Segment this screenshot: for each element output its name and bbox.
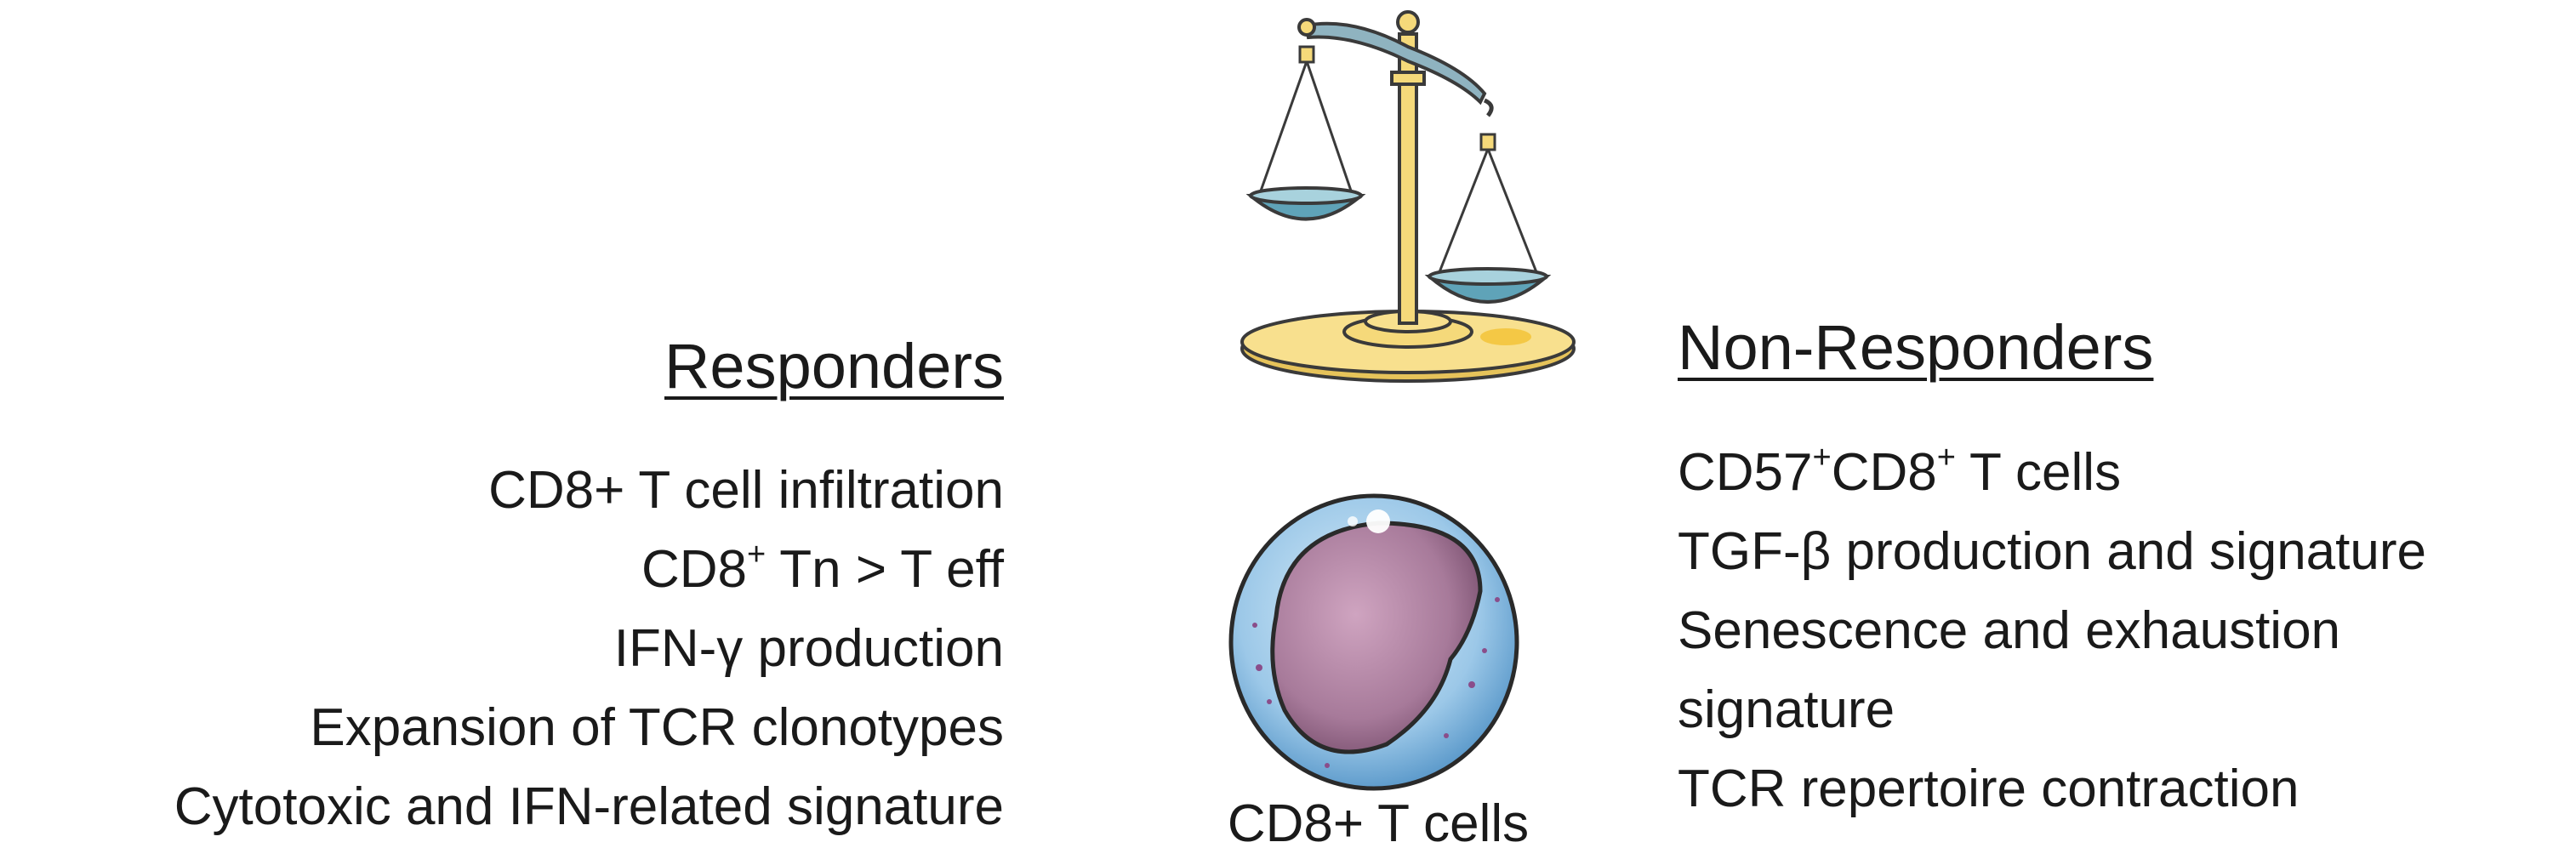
list-item: signature: [1678, 680, 1895, 739]
balance-scale-icon: [1240, 10, 1576, 383]
non-responders-heading: Non-Responders: [1678, 312, 2154, 383]
list-item: Cytotoxic and IFN-related signature: [174, 777, 1004, 836]
list-item: CD8+ T cell infiltration: [488, 461, 1004, 520]
responders-heading: Responders: [664, 331, 1004, 401]
t-cell-icon: [1228, 493, 1519, 791]
list-item: TGF-β production and signature: [1678, 522, 2426, 581]
list-item: TCR repertoire contraction: [1678, 760, 2300, 818]
list-item: IFN-γ production: [613, 619, 1004, 678]
non-responders-list: CD57+CD8+ T cells TGF-β production and s…: [1678, 433, 2426, 828]
responders-list: CD8+ T cell infiltration CD8+ Tn > T eff…: [174, 451, 1004, 846]
list-item: CD57+CD8+ T cells: [1678, 440, 2122, 502]
list-item: CD8+ Tn > T eff: [641, 537, 1004, 599]
cell-caption: CD8+ T cells: [1227, 794, 1530, 853]
list-item: Senescence and exhaustion: [1678, 601, 2341, 660]
list-item: Expansion of TCR clonotypes: [310, 698, 1004, 757]
